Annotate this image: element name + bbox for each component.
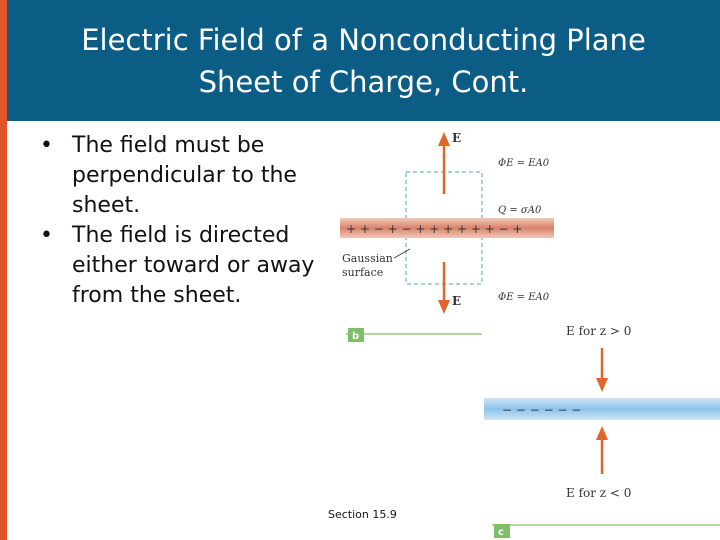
charge-label: Q = σA0 xyxy=(498,205,542,216)
flux-top: ΦE = EA0 xyxy=(498,158,550,169)
bullet-text: The field is directed either toward or a… xyxy=(72,223,315,308)
charged-sheet-c xyxy=(484,398,720,420)
figure-c: E for z > 0 − − − − − − E for z < 0 c xyxy=(484,324,720,538)
e-above-label: E for z > 0 xyxy=(566,324,631,338)
e-label-bottom: E xyxy=(452,294,461,308)
gaussian-label-1: Gaussian xyxy=(342,252,393,265)
bullet-text: The field must be perpendicular to the s… xyxy=(72,133,297,218)
bullet-list: • The field must be perpendicular to the… xyxy=(40,131,330,311)
bullet-item: • The field is directed either toward or… xyxy=(40,221,330,311)
field-arrowhead-above xyxy=(596,378,608,392)
label-box-b xyxy=(348,328,364,342)
sheet-charges-c: − − − − − − xyxy=(502,403,581,417)
title-line-2: Sheet of Charge, Cont. xyxy=(198,64,529,99)
label-box-c xyxy=(494,524,510,538)
charged-sheet-b xyxy=(340,218,554,238)
accent-bar xyxy=(0,0,7,540)
bullet-item: • The field must be perpendicular to the… xyxy=(40,131,330,221)
sheet-charges-b: + + − + − + + + + + + − + xyxy=(346,222,522,236)
gaussian-label-2: surface xyxy=(342,266,383,279)
title-line-1: Electric Field of a Nonconducting Plane xyxy=(81,22,646,57)
section-footer: Section 15.9 xyxy=(328,508,397,521)
label-c: c xyxy=(498,527,504,538)
field-arrowhead-up xyxy=(438,132,450,146)
label-b: b xyxy=(352,331,359,342)
e-below-label: E for z < 0 xyxy=(566,486,631,500)
e-label-top: E xyxy=(452,131,461,145)
bullet-marker: • xyxy=(40,223,53,248)
gaussian-pointer xyxy=(393,248,411,259)
field-arrowhead-down xyxy=(438,300,450,314)
title-bar: Electric Field of a Nonconducting Plane … xyxy=(7,0,720,121)
slide-title: Electric Field of a Nonconducting Plane … xyxy=(81,19,646,103)
figure-b: + + − + − + + + + + + − + E E ΦE = EA0 Q… xyxy=(340,131,554,342)
flux-bottom: ΦE = EA0 xyxy=(498,292,550,303)
bullet-marker: • xyxy=(40,133,53,158)
field-arrowhead-below xyxy=(596,426,608,440)
